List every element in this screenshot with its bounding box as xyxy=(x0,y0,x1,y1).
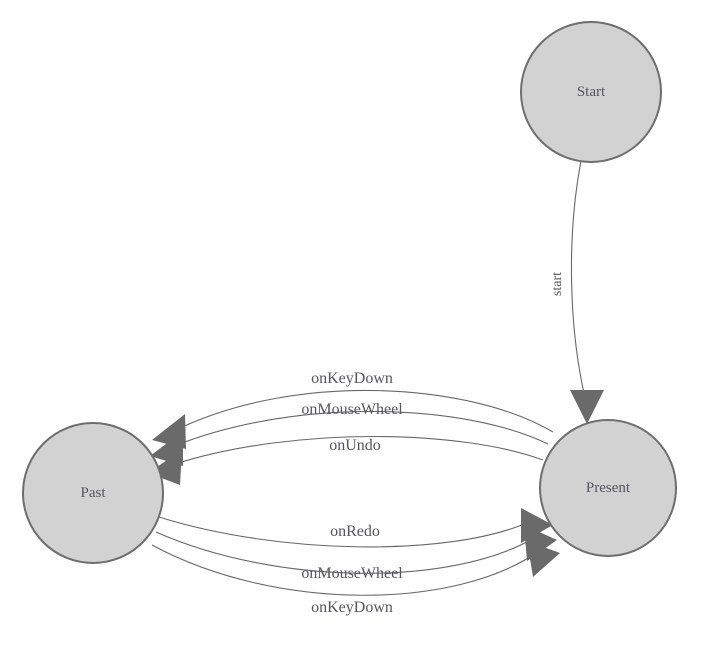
edge-present-to-past-onundo[interactable]: onUndo xyxy=(148,435,544,486)
edge-path-start-present xyxy=(570,160,585,394)
node-past[interactable]: Past xyxy=(22,422,164,564)
edge-label-past-present-1: onRedo xyxy=(330,523,380,540)
node-present[interactable]: Present xyxy=(539,419,677,557)
edge-label-start: start xyxy=(550,272,565,296)
node-present-label: Present xyxy=(586,480,631,496)
edge-path-present-past-3 xyxy=(174,435,544,465)
arrowhead-present-past-3 xyxy=(148,450,182,485)
edge-label-present-past-3: onUndo xyxy=(329,437,381,454)
edge-path-past-present-3 xyxy=(151,544,540,596)
node-start-label: Start xyxy=(577,84,606,100)
edge-past-to-present-onredo[interactable]: onRedo xyxy=(158,508,553,548)
node-past-label: Past xyxy=(80,485,106,501)
node-start[interactable]: Start xyxy=(520,21,662,163)
edge-path-present-past-2 xyxy=(176,410,549,446)
edge-label-past-present-3: onKeyDown xyxy=(311,599,393,616)
edge-start-to-present[interactable]: start xyxy=(550,160,604,424)
node-start-circle xyxy=(520,21,662,163)
edge-path-present-past-1 xyxy=(179,389,554,433)
edge-label-past-present-2: onMouseWheel xyxy=(301,565,403,582)
node-present-circle xyxy=(539,419,677,557)
edge-path-past-present-2 xyxy=(155,531,535,574)
edge-present-to-past-onmousewheel[interactable]: onMouseWheel xyxy=(150,401,549,466)
arrowhead-start-present xyxy=(570,390,604,424)
edge-label-present-past-2: onMouseWheel xyxy=(301,401,403,418)
node-past-circle xyxy=(22,422,164,564)
arrowhead-past-present-3 xyxy=(527,541,560,577)
edge-path-past-present-1 xyxy=(158,516,530,548)
edge-label-present-past-1: onKeyDown xyxy=(311,370,393,387)
edge-past-to-present-onkeydown[interactable]: onKeyDown xyxy=(151,541,560,616)
